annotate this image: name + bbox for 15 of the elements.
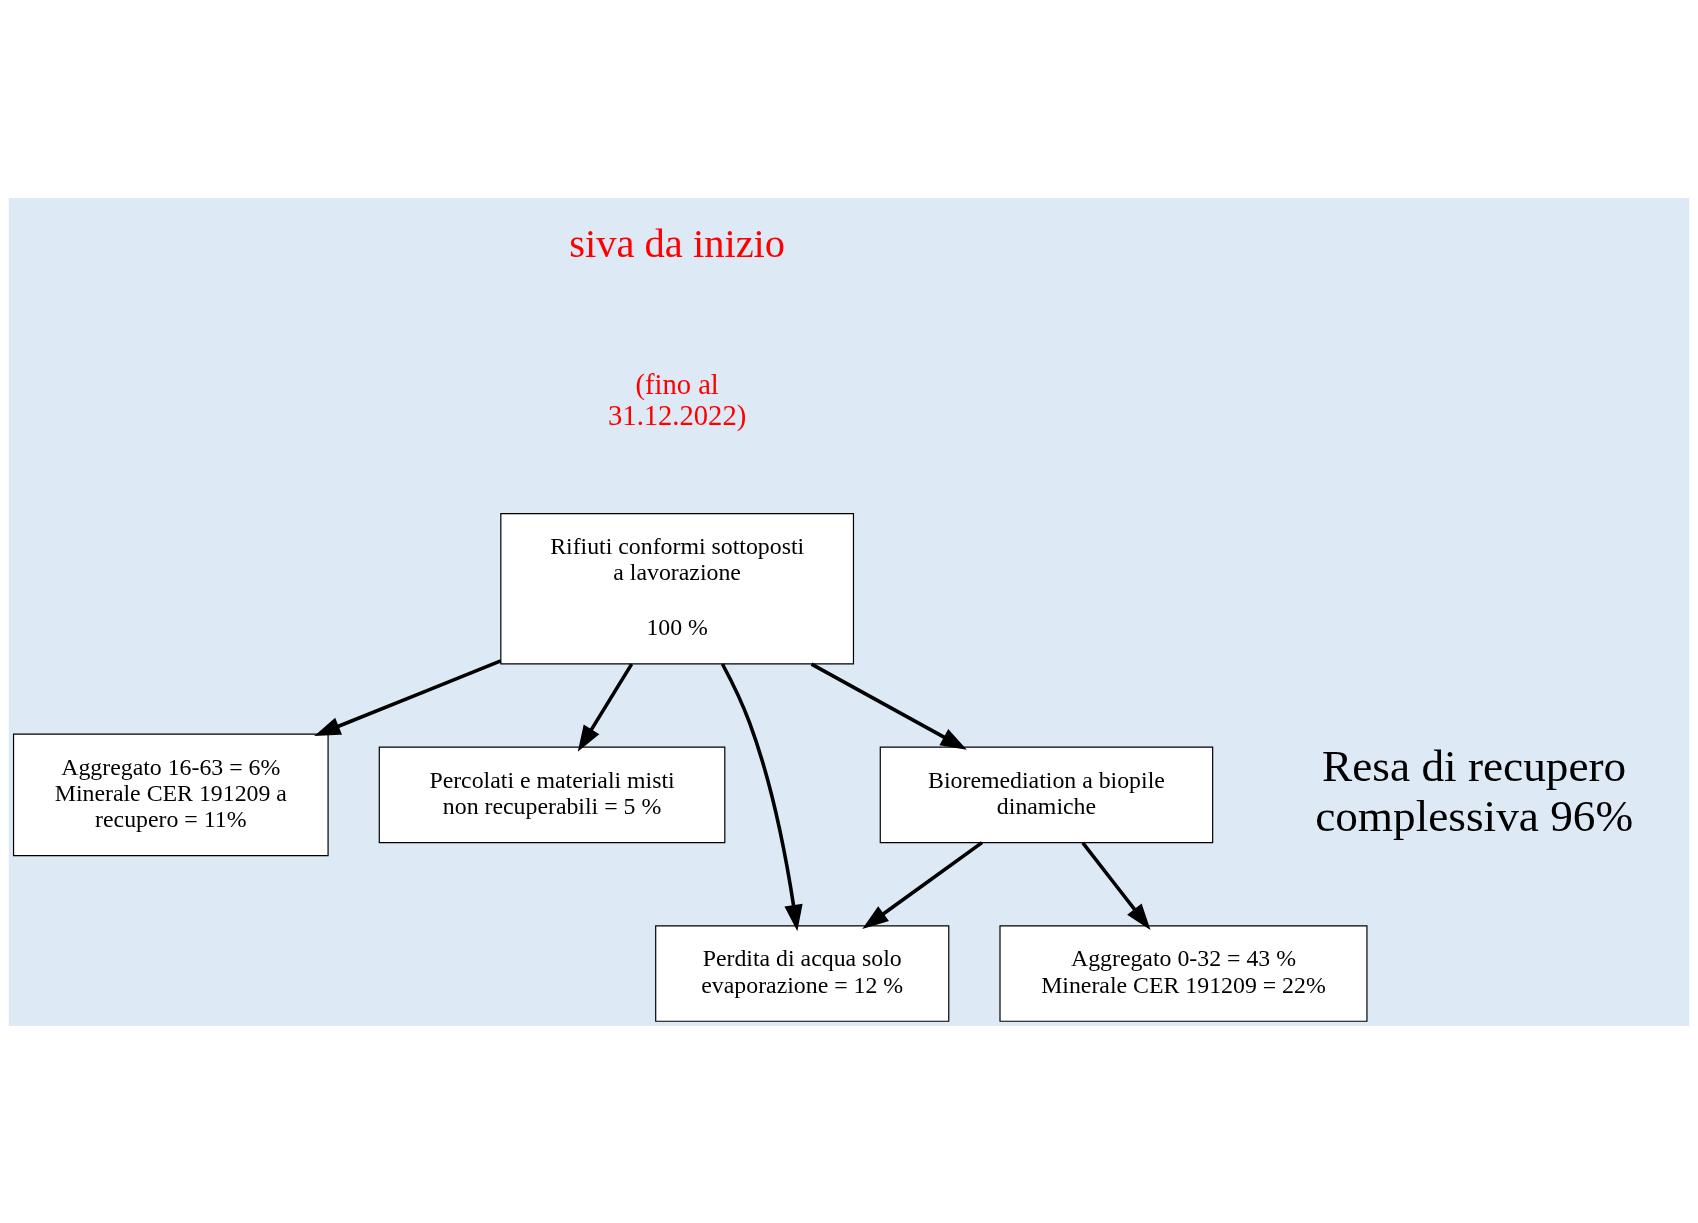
node-box: Bioremediation a biopile dinamiche [879,746,1214,843]
node-box: Aggregato 0-32 = 43 % Minerale CER 191209 = 22% [999,924,1368,1022]
arrow [577,662,634,752]
arrow [810,662,967,750]
arrow [720,662,803,931]
node-box: Perdita di acqua solo evaporazione = 12 % [655,924,950,1022]
node-box: Percolati e materiali misti non recuperabili = 5 % [378,746,726,843]
label: Resa di recupero complessiva 96% [1315,740,1634,841]
label: (fino al 31.12.2022) [608,368,747,431]
label: siva da inizio [569,220,786,266]
arrow [314,658,502,736]
node-box: Aggregato 16-63 = 6% Minerale CER 191209 a recupero = 11% [12,733,329,856]
node-box: Rifiuti conformi sottoposti a lavorazione 100 % [500,512,855,664]
arrow [1081,841,1151,930]
arrow [862,840,984,929]
